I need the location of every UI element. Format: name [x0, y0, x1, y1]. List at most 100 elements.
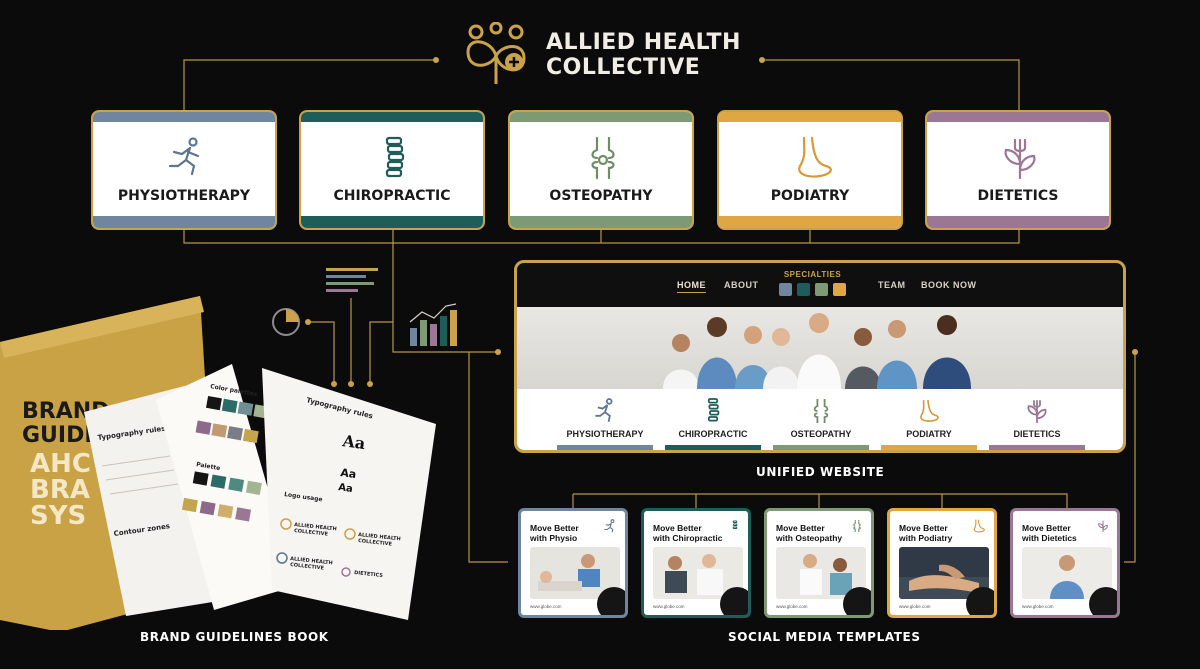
type-sample-medium: Aa: [340, 466, 358, 481]
card-label: PODIATRY: [770, 188, 850, 204]
spine-icon: [732, 520, 738, 529]
svg-text:DIETETICS: DIETETICS: [354, 570, 384, 579]
svg-text:COLLECTIVE: COLLECTIVE: [358, 538, 393, 548]
spine-icon[interactable]: [797, 283, 810, 296]
card-osteopathy[interactable]: OSTEOPATHY: [508, 110, 694, 230]
nav-home[interactable]: HOME: [677, 280, 706, 293]
book-caption: BRAND GUIDELINES BOOK: [140, 630, 329, 644]
brand-guidelines-book: BRAND GUIDELINES AHC BRA SYS Typography …: [0, 296, 436, 630]
post-title-line2: with Osteopathy: [776, 533, 843, 543]
post-photo: [776, 547, 866, 599]
card-podiatry[interactable]: PODIATRY: [717, 110, 903, 230]
svg-text:ALLIED HEALTH: ALLIED HEALTH: [294, 522, 337, 532]
post-url: www.globe.com: [899, 604, 931, 609]
running-person-icon: [595, 398, 613, 422]
running-person-icon: [604, 519, 615, 533]
foot-icon: [798, 136, 832, 178]
running-person-icon[interactable]: [779, 283, 792, 296]
leaf-fork-icon: [1027, 400, 1047, 423]
bar-chart-icon: [409, 303, 457, 346]
post-title-line2: with Chiropractic: [653, 533, 723, 543]
card-physiotherapy[interactable]: PHYSIOTHERAPY: [91, 110, 277, 230]
card-chiropractic[interactable]: CHIROPRACTIC: [299, 110, 485, 230]
svg-text:COLLECTIVE: COLLECTIVE: [294, 528, 329, 538]
brand-name-line2: COLLECTIVE: [546, 55, 701, 80]
logo-badge-icon: [843, 587, 871, 615]
website-categories: PHYSIOTHERAPY CHIROPRACTIC OSTEOPATHY PO…: [517, 389, 1123, 450]
post-title-line1: Move Better: [653, 523, 702, 533]
brand-logo: ALLIED HEALTH COLLECTIVE: [458, 22, 741, 88]
book-cover-sub3: SYS: [30, 501, 86, 531]
infinity-heart-logo-icon: [466, 22, 526, 84]
logo-badge-icon: [720, 587, 748, 615]
website-category-osteopathy[interactable]: OSTEOPATHY: [773, 389, 869, 450]
nav-team[interactable]: TEAM: [878, 280, 906, 290]
logo-usage-sample-3: ALLIED HEALTH COLLECTIVE: [276, 552, 333, 572]
post-title-line1: Move Better: [1022, 523, 1071, 533]
team-photo: [517, 307, 1123, 389]
post-title-line1: Move Better: [776, 523, 825, 533]
post-title-line2: with Dietetics: [1022, 533, 1077, 543]
nav-about[interactable]: ABOUT: [724, 280, 759, 290]
foot-icon[interactable]: [833, 283, 846, 296]
post-title-line1: Move Better: [530, 523, 579, 533]
book-cover-sub2: BRA: [30, 475, 90, 505]
running-person-icon: [168, 137, 200, 176]
post-url: www.globe.com: [776, 604, 808, 609]
nav-specialties-label: SPECIALTIES: [783, 270, 842, 279]
website-category-physiotherapy[interactable]: PHYSIOTHERAPY: [557, 389, 653, 450]
website-category-podiatry[interactable]: PODIATRY: [881, 389, 977, 450]
logo-badge-icon: [1089, 587, 1117, 615]
logo-badge-icon: [597, 587, 625, 615]
leaf-fork-icon: [1098, 520, 1108, 532]
post-url: www.globe.com: [1022, 604, 1054, 609]
bar-lines-icon: [326, 268, 378, 292]
logo-usage-sample-1: ALLIED HEALTH COLLECTIVE: [280, 518, 337, 538]
svg-text:ALLIED HEALTH: ALLIED HEALTH: [290, 556, 333, 566]
card-label: PHYSIOTHERAPY: [117, 188, 251, 204]
card-label: DIETETICS: [977, 188, 1059, 204]
svg-text:COLLECTIVE: COLLECTIVE: [290, 562, 325, 572]
book-cover-sub1: AHC: [30, 449, 91, 479]
post-photo: [1022, 547, 1112, 599]
foot-icon: [920, 400, 939, 422]
website-mockup: HOME ABOUT SPECIALTIES TEAM BOOK NOW: [514, 260, 1126, 453]
knee-joint-icon: [813, 399, 829, 423]
card-label: OSTEOPATHY: [549, 188, 653, 204]
knee-joint-icon: [591, 136, 615, 180]
website-category-dietetics[interactable]: DIETETICS: [989, 389, 1085, 450]
card-dietetics[interactable]: DIETETICS: [925, 110, 1111, 230]
nav-book-now[interactable]: BOOK NOW: [921, 280, 977, 290]
social-caption: SOCIAL MEDIA TEMPLATES: [728, 630, 921, 644]
type-sample-small: Aa: [338, 482, 354, 495]
post-url: www.globe.com: [653, 604, 685, 609]
post-title-line2: with Physio: [530, 533, 578, 543]
pie-chart-icon: [272, 308, 300, 336]
post-title-line1: Move Better: [899, 523, 948, 533]
knee-joint-icon: [853, 520, 861, 532]
card-label: CHIROPRACTIC: [333, 188, 451, 204]
logo-usage-sample-4: DIETETICS: [341, 567, 384, 579]
page-palette: Palette: [196, 461, 221, 472]
website-category-chiropractic[interactable]: CHIROPRACTIC: [665, 389, 761, 450]
knee-joint-icon[interactable]: [815, 283, 828, 296]
spine-icon: [707, 398, 720, 422]
website-caption: UNIFIED WEBSITE: [756, 465, 885, 479]
svg-text:ALLIED HEALTH: ALLIED HEALTH: [358, 532, 401, 542]
foot-icon: [973, 519, 985, 533]
logo-usage-sample-2: ALLIED HEALTH COLLECTIVE: [344, 528, 401, 548]
logo-badge-icon: [966, 587, 994, 615]
spine-icon: [385, 136, 405, 178]
leaf-fork-icon: [1004, 138, 1036, 180]
post-url: www.globe.com: [530, 604, 562, 609]
type-sample-large: Aa: [340, 431, 366, 453]
nav-specialties[interactable]: SPECIALTIES: [779, 270, 846, 296]
website-nav: HOME ABOUT SPECIALTIES TEAM BOOK NOW: [517, 263, 1123, 307]
post-title-line2: with Podiatry: [899, 533, 953, 543]
